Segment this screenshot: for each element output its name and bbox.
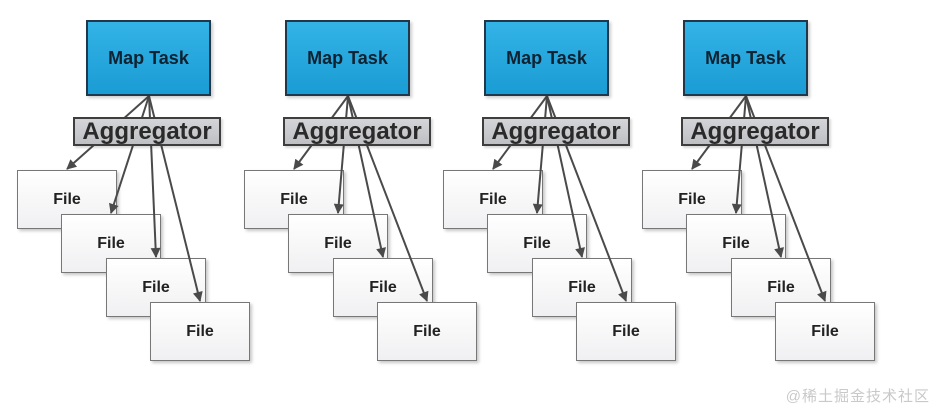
map-task-node: Map Task [484,20,609,96]
aggregator-node: Aggregator [73,117,221,146]
file-node: File [576,302,676,361]
file-node: File [377,302,477,361]
file-node: File [150,302,250,361]
map-task-node: Map Task [86,20,211,96]
map-task-node: Map Task [285,20,410,96]
map-task-node: Map Task [683,20,808,96]
aggregator-node: Aggregator [482,117,630,146]
map-pipeline-column-4: Map Task Aggregator File File File File [597,0,897,414]
aggregator-node: Aggregator [283,117,431,146]
file-node: File [775,302,875,361]
watermark: @稀土掘金技术社区 [785,388,930,405]
map-pipeline-column-1: Map Task Aggregator File File File File [0,0,300,414]
aggregator-node: Aggregator [681,117,829,146]
